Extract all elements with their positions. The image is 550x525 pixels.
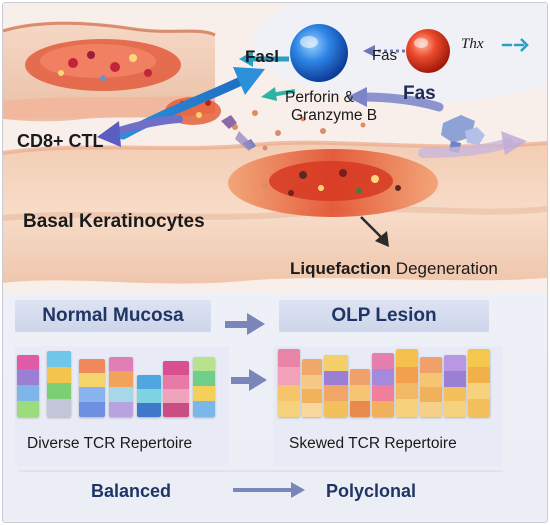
debris-cluster: [441, 115, 485, 153]
tcr-bar: [79, 359, 105, 417]
tcr-bar: [278, 349, 300, 417]
cd8-cell-icon: [290, 24, 348, 82]
tcr-bar: [137, 375, 161, 417]
lesion-area: [228, 149, 438, 217]
bottom-arrow: [233, 482, 305, 498]
skewed-tcr-caption: Skewed TCR Repertoire: [289, 435, 457, 452]
tissue-scene: [3, 3, 547, 293]
perforin-label: Perforin &: [285, 89, 354, 106]
polyclonal-label: Polyclonal: [326, 481, 417, 501]
tcr-bar: [109, 357, 133, 417]
tcr-bar: [17, 355, 39, 417]
diverse-tcr-caption: Diverse TCR Repertoire: [27, 435, 193, 452]
thx-dashes: [501, 38, 529, 52]
granzyme-label: Granzyme B: [291, 107, 378, 124]
cd8-pointer-arrow: [97, 115, 183, 147]
fas-arrow: [347, 87, 444, 112]
tcr-bar: [47, 351, 71, 417]
tcr-bar: [193, 357, 215, 417]
fas-label-top: Fas: [372, 47, 398, 64]
header-arrow: [225, 313, 265, 335]
olp-lesion-title: OLP Lesion: [331, 305, 437, 326]
tcr-bar: [420, 357, 442, 417]
olp-lesion-pill: OLP Lesion: [279, 300, 489, 332]
panel-arrow: [231, 369, 267, 391]
balanced-label: Balanced: [91, 481, 172, 501]
fasl-arrow: [239, 51, 289, 67]
tcr-bar: [444, 355, 466, 417]
normal-mucosa-pill: Normal Mucosa: [15, 300, 211, 332]
fas-connector: [363, 45, 405, 57]
liquefaction-word: Liquefaction: [290, 259, 392, 278]
epithelium-block: [3, 21, 216, 122]
cd8-ctl-label: CD8+ CTL: [17, 131, 104, 151]
fas-label-bold: Fas: [403, 83, 436, 104]
degeneration-word: Degeneration: [395, 259, 498, 278]
tcr-bar: [372, 353, 394, 417]
liquefaction-pointer: [360, 216, 389, 247]
target-cell-icon: [406, 29, 450, 73]
tcr-bar: [350, 369, 370, 417]
tcr-bar: [324, 355, 348, 417]
granzyme-arrow: [261, 87, 296, 101]
tcr-bar: [302, 359, 322, 417]
band-arrow: [418, 131, 527, 158]
thx-label: Thx: [461, 36, 484, 52]
liquefaction-degeneration-label: Liquefaction Degeneration: [290, 259, 498, 279]
basal-keratinocytes-label: Basal Keratinocytes: [23, 211, 205, 232]
tcr-bar: [396, 349, 418, 417]
tcr-bar: [468, 349, 490, 417]
tcr-bar: [163, 361, 189, 417]
normal-mucosa-title: Normal Mucosa: [42, 305, 184, 326]
fasl-label: Fasl: [245, 47, 280, 66]
